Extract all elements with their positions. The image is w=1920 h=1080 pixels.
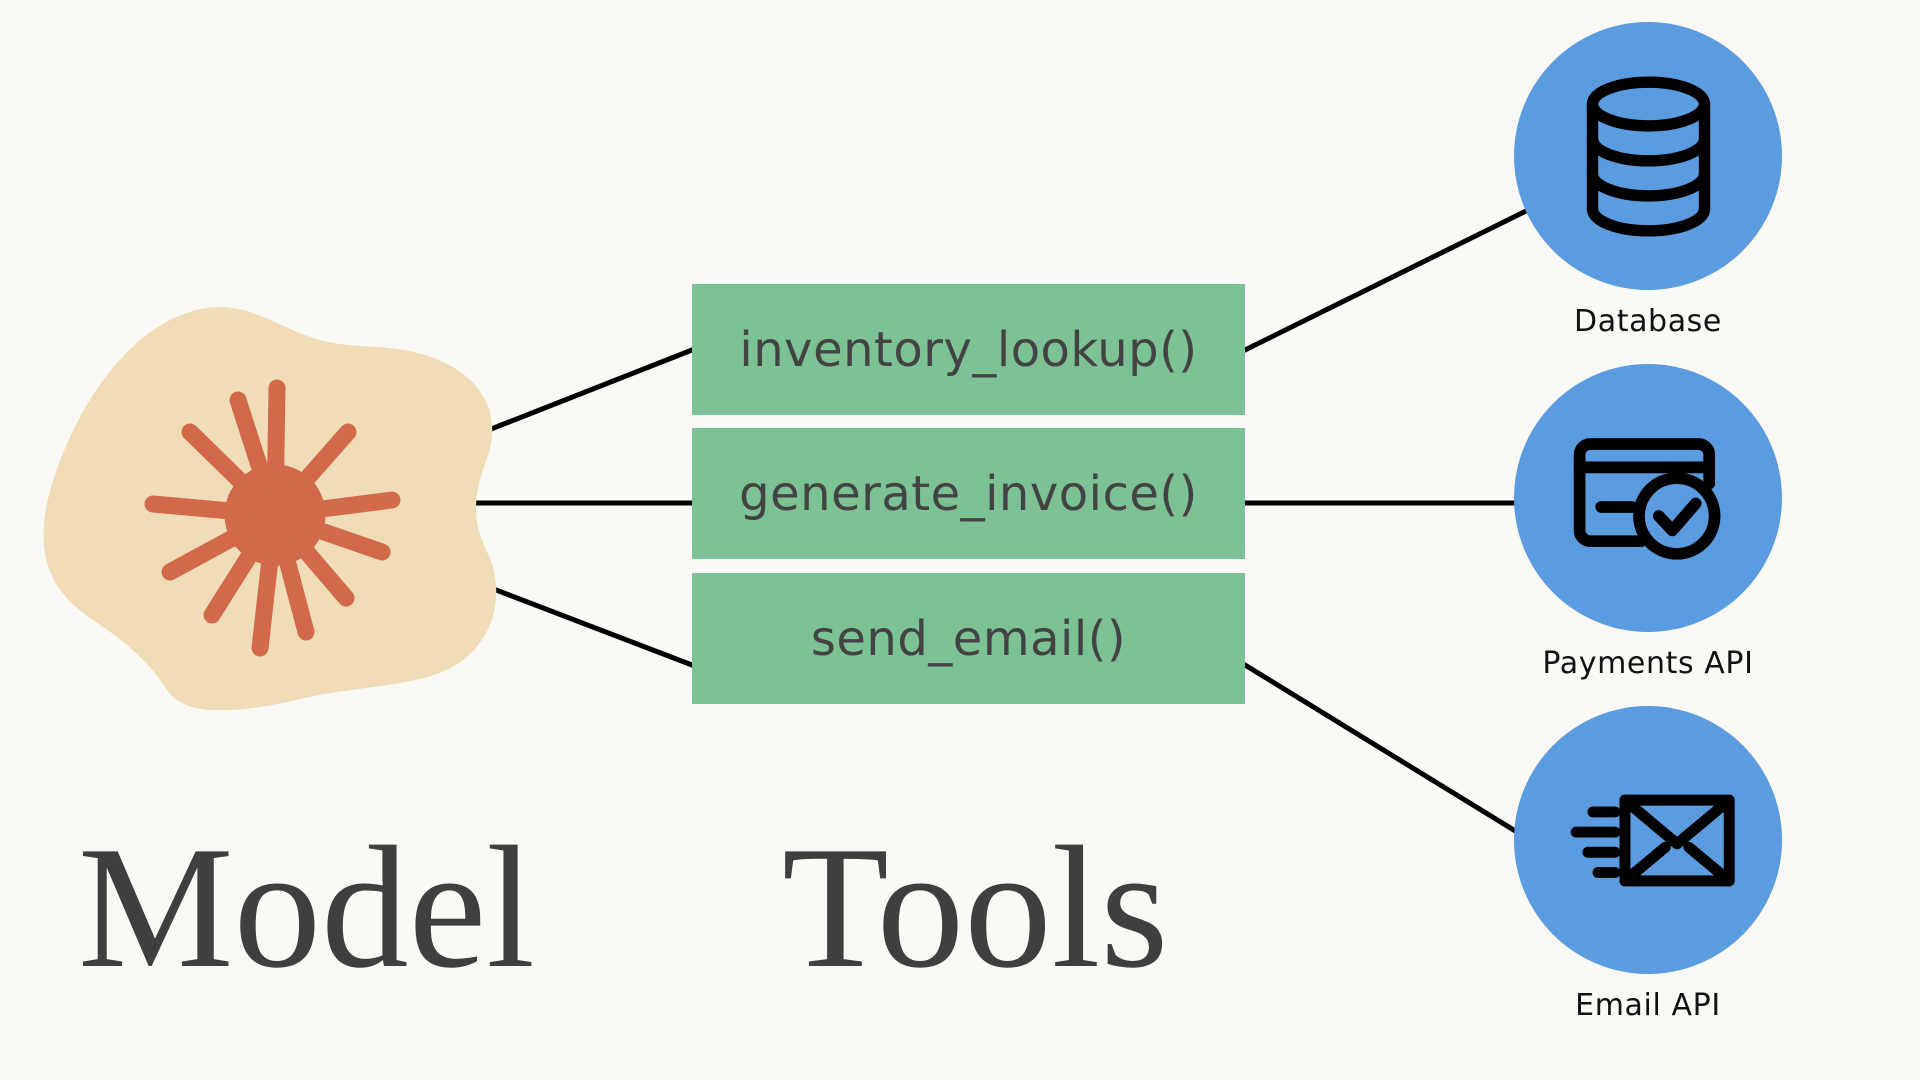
endpoint-email-api[interactable]: Email API	[1514, 706, 1782, 1023]
database-cylinder-icon	[1586, 75, 1710, 237]
endpoint-circle	[1514, 364, 1782, 632]
tool-label: send_email()	[810, 610, 1127, 667]
endpoint-database[interactable]: Database	[1514, 22, 1782, 339]
heading-model: Model	[78, 810, 535, 1004]
claude-starburst-icon	[144, 379, 401, 657]
connector-inventory-lookup-to-database	[1242, 207, 1531, 353]
endpoint-circle	[1514, 706, 1782, 974]
endpoint-label: Payments API	[1542, 646, 1754, 681]
endpoint-payments-api[interactable]: Payments API	[1514, 364, 1782, 681]
connector-send-email-to-email-api	[1242, 662, 1533, 843]
endpoint-label: Database	[1574, 304, 1722, 339]
tool-label: inventory_lookup()	[739, 321, 1198, 378]
tool-box-inventory-lookup[interactable]: inventory_lookup()	[692, 284, 1245, 415]
tool-box-send-email[interactable]: send_email()	[692, 573, 1245, 704]
tool-label: generate_invoice()	[739, 465, 1198, 522]
tool-box-generate-invoice[interactable]: generate_invoice()	[692, 428, 1245, 559]
credit-card-check-icon	[1573, 438, 1721, 560]
endpoint-circle	[1514, 22, 1782, 290]
heading-tools: Tools	[782, 810, 1169, 1004]
envelope-send-icon	[1570, 794, 1735, 886]
endpoint-label: Email API	[1575, 988, 1721, 1023]
